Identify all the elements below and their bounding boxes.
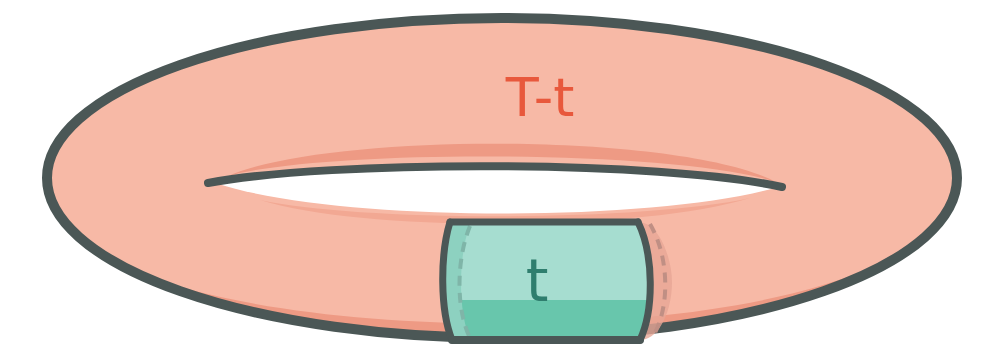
band-cap <box>443 222 470 340</box>
band-bottom-edge <box>452 336 640 344</box>
hole-edge <box>208 166 782 187</box>
torus-shading <box>40 144 962 345</box>
hidden-edge <box>460 226 471 338</box>
band-right-edge <box>638 222 650 340</box>
band-face <box>442 222 650 340</box>
band-left-edge <box>443 222 452 340</box>
segment-label: T-t <box>506 71 575 125</box>
band-segment: t <box>440 215 675 345</box>
band-top-edge <box>450 219 638 226</box>
shape-outline <box>440 215 675 345</box>
segment-label: t <box>526 252 549 310</box>
band-drawing <box>442 222 672 340</box>
